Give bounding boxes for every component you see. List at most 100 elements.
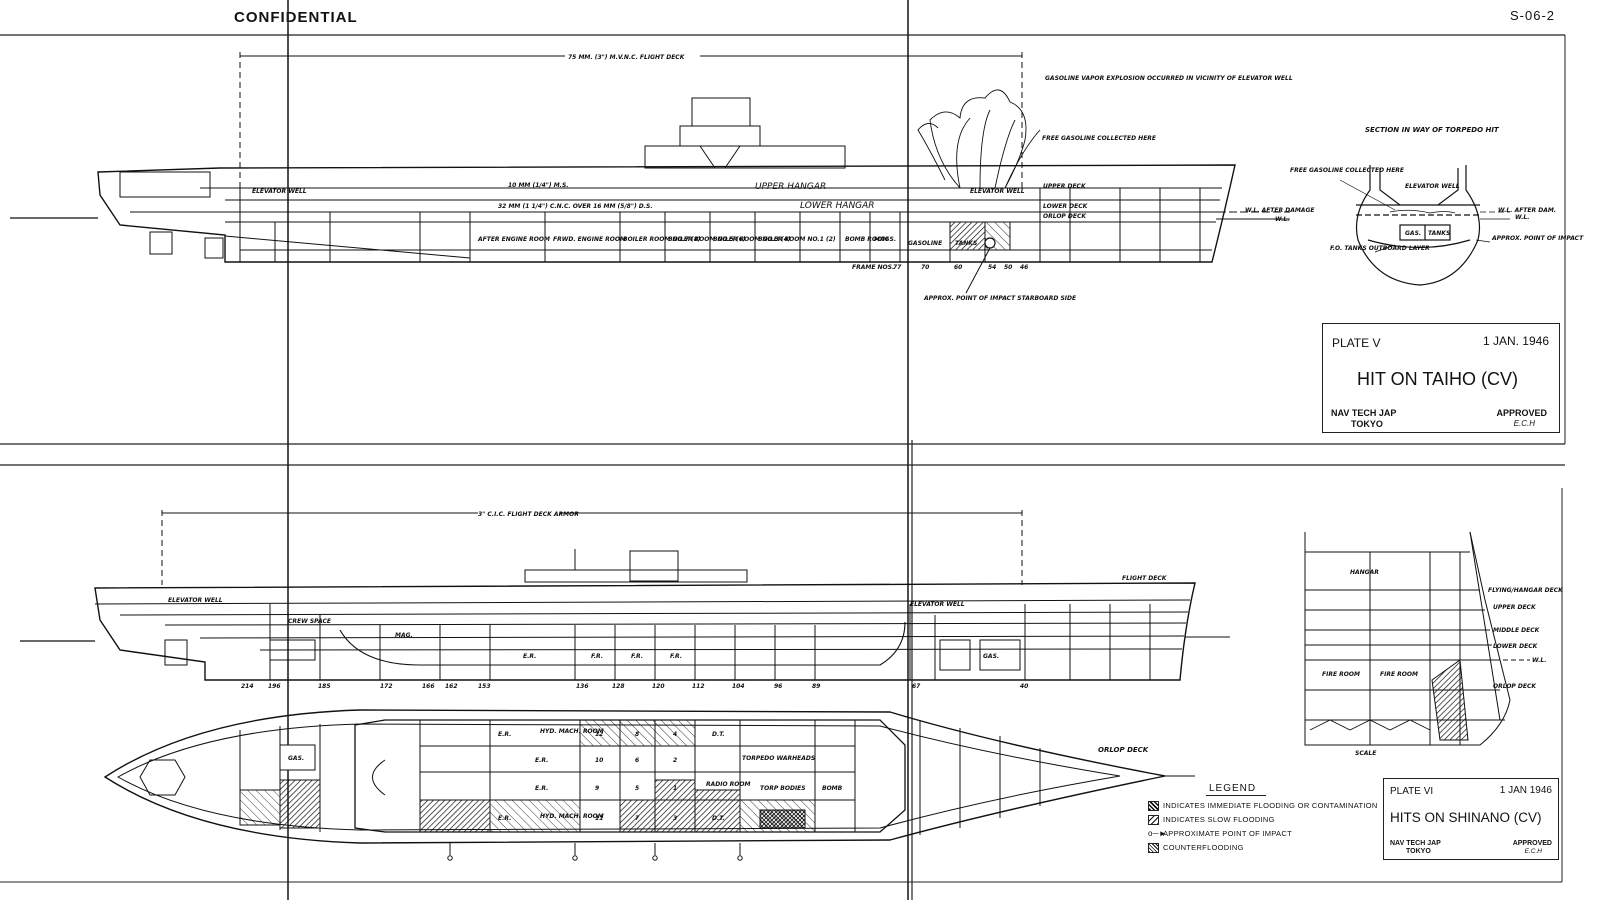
frame-104: 104: [732, 683, 745, 690]
wl-after-damage-right: W.L. AFTER DAM.: [1498, 207, 1556, 214]
elevator-well-aft: ELEVATOR WELL: [252, 188, 307, 195]
shinano-frame-numbers: 214 196 185 172 166 162 153 136 128 120 …: [241, 683, 1028, 690]
plan-1: 1: [673, 785, 677, 792]
boiler-room-1: BOILER ROOM NO.1 (2): [758, 236, 836, 243]
plan-er-1: E.R.: [498, 731, 511, 738]
plan-er-3: E.R.: [535, 785, 548, 792]
wl-right: W.L.: [1515, 214, 1529, 221]
plan-bomb: BOMB: [822, 785, 843, 792]
frame-nos-label: FRAME NOS.: [852, 264, 894, 271]
plan-11: 11: [595, 815, 603, 822]
boiler-room-7: BOILER ROOM NO.7 (8): [623, 236, 701, 243]
mags-label: MAGS.: [874, 236, 896, 243]
mag-label: MAG.: [395, 632, 413, 639]
section-elevator-well: ELEVATOR WELL: [1405, 183, 1460, 190]
frame-172: 172: [380, 683, 393, 690]
plan-8: 8: [635, 731, 639, 738]
legend-label-slow: INDICATES SLOW FLOODING: [1163, 815, 1275, 824]
bomb-room: BOMB ROOM: [845, 236, 888, 243]
plan-dt-2: D.T.: [712, 815, 725, 822]
boiler-room-3: BOILER ROOM NO.3 (4): [713, 236, 791, 243]
plan-6: 6: [635, 757, 639, 764]
plate5-title-block: PLATE V 1 JAN. 1946 HIT ON TAIHO (CV) NA…: [1322, 323, 1560, 433]
plate6-title-block: PLATE VI 1 JAN 1946 HITS ON SHINANO (CV)…: [1383, 778, 1559, 860]
plan-er-4: E.R.: [498, 815, 511, 822]
section-title: SECTION IN WAY OF TORPEDO HIT: [1365, 126, 1500, 134]
section-gas: GAS.: [1405, 230, 1421, 237]
gas-plan: GAS.: [288, 755, 304, 762]
legend-label-immediate: INDICATES IMMEDIATE FLOODING OR CONTAMIN…: [1163, 801, 1378, 810]
plan-5: 5: [635, 785, 639, 792]
plan-9: 9: [595, 785, 599, 792]
er-label-profile: E.R.: [523, 653, 536, 660]
plate6-city: TOKYO: [1406, 848, 1431, 855]
plan-er-2: E.R.: [535, 757, 548, 764]
shinano-plan: [103, 709, 1195, 861]
impact-note: APPROX. POINT OF IMPACT STARBOARD SIDE: [923, 295, 1077, 302]
section-free-gasoline: FREE GASOLINE COLLECTED HERE: [1290, 167, 1405, 174]
frame-112: 112: [692, 683, 705, 690]
frame-185: 185: [318, 683, 331, 690]
frame-89: 89: [812, 683, 820, 690]
plan-7: 7: [635, 815, 640, 822]
free-gasoline-note: FREE GASOLINE COLLECTED HERE: [1042, 135, 1157, 142]
section-tanks: TANKS: [1428, 230, 1450, 237]
legend-item-counterflooding: COUNTERFLOODING: [1148, 843, 1244, 854]
impact-arrow-icon: o─►: [1148, 829, 1167, 838]
frame-54: 54: [988, 264, 996, 271]
frame-67: 67: [912, 683, 921, 690]
plan-radio-room: RADIO ROOM: [706, 781, 750, 788]
frame-40: 40: [1020, 683, 1028, 690]
sec-fire-room-2: FIRE ROOM: [1380, 671, 1418, 678]
plan-torp-bodies: TORP BODIES: [760, 785, 806, 792]
sec-hangar: HANGAR: [1350, 569, 1379, 576]
sec-fire-room-1: FIRE ROOM: [1322, 671, 1360, 678]
frame-196: 196: [268, 683, 281, 690]
frame-153: 153: [478, 683, 491, 690]
sec-lower-deck: LOWER DECK: [1493, 643, 1539, 650]
sec-flying-deck: FLYING/HANGAR DECK: [1488, 587, 1564, 594]
plate5-org: NAV TECH JAP: [1331, 408, 1397, 418]
ms-label: 10 MM (1/4") M.S.: [508, 182, 569, 189]
sec-middle-deck: MIDDLE DECK: [1493, 627, 1541, 634]
plate6-org: NAV TECH JAP: [1390, 840, 1441, 847]
sec-orlop-deck: ORLOP DECK: [1493, 683, 1537, 690]
upper-hangar-label: UPPER HANGAR: [755, 182, 826, 192]
wl-after-damage-left: W.L. AFTER DAMAGE: [1245, 207, 1315, 214]
legend-item-impact: o─►APPROXIMATE POINT OF IMPACT: [1148, 829, 1292, 838]
upper-deck-label: UPPER DECK: [1043, 183, 1087, 190]
fo-tanks-label: F.O. TANKS OUTBOARD LAYER: [1330, 245, 1430, 252]
vapor-note: GASOLINE VAPOR EXPLOSION OCCURRED IN VIC…: [1045, 75, 1293, 82]
frame-60: 60: [954, 264, 962, 271]
boiler-room-5: BOILER ROOM NO.5 (6): [668, 236, 746, 243]
elevator-well-fwd: ELEVATOR WELL: [970, 188, 1025, 195]
plan-hyd-1: HYD. MACH. ROOM: [540, 728, 604, 735]
plan-3: 3: [673, 815, 677, 822]
elevator-well-fwd-2: ELEVATOR WELL: [910, 601, 965, 608]
legend-label-impact: APPROXIMATE POINT OF IMPACT: [1163, 829, 1292, 838]
gasoline-label: GASOLINE: [908, 240, 943, 247]
legend-underline: [1206, 795, 1266, 796]
wl-left: W.L.: [1275, 216, 1289, 223]
plate6-initials: E.C.H: [1524, 848, 1542, 855]
plate6-title: HITS ON SHINANO (CV): [1390, 810, 1542, 825]
plan-hyd-2: HYD. MACH. ROOM: [540, 813, 604, 820]
legend-title: LEGEND: [1209, 783, 1257, 794]
frame-50: 50: [1004, 264, 1012, 271]
frame-70: 70: [921, 264, 929, 271]
plate6-approved: APPROVED: [1512, 840, 1552, 847]
explosion-plume: [917, 89, 1041, 189]
sparse-hatch-icon: [1148, 815, 1159, 826]
sec-wl: W.L.: [1532, 657, 1546, 664]
frame-120: 120: [652, 683, 665, 690]
frame-136: 136: [576, 683, 589, 690]
shinano-profile: [20, 510, 1230, 681]
sec-upper-deck: UPPER DECK: [1493, 604, 1537, 611]
taiho-profile: [10, 52, 1290, 294]
sec-scale: SCALE: [1355, 750, 1377, 757]
plan-10: 10: [595, 757, 603, 764]
plan-2: 2: [673, 757, 677, 764]
plan-torpedo-warheads: TORPEDO WARHEADS: [742, 755, 815, 762]
plate5-title: HIT ON TAIHO (CV): [1357, 369, 1519, 389]
